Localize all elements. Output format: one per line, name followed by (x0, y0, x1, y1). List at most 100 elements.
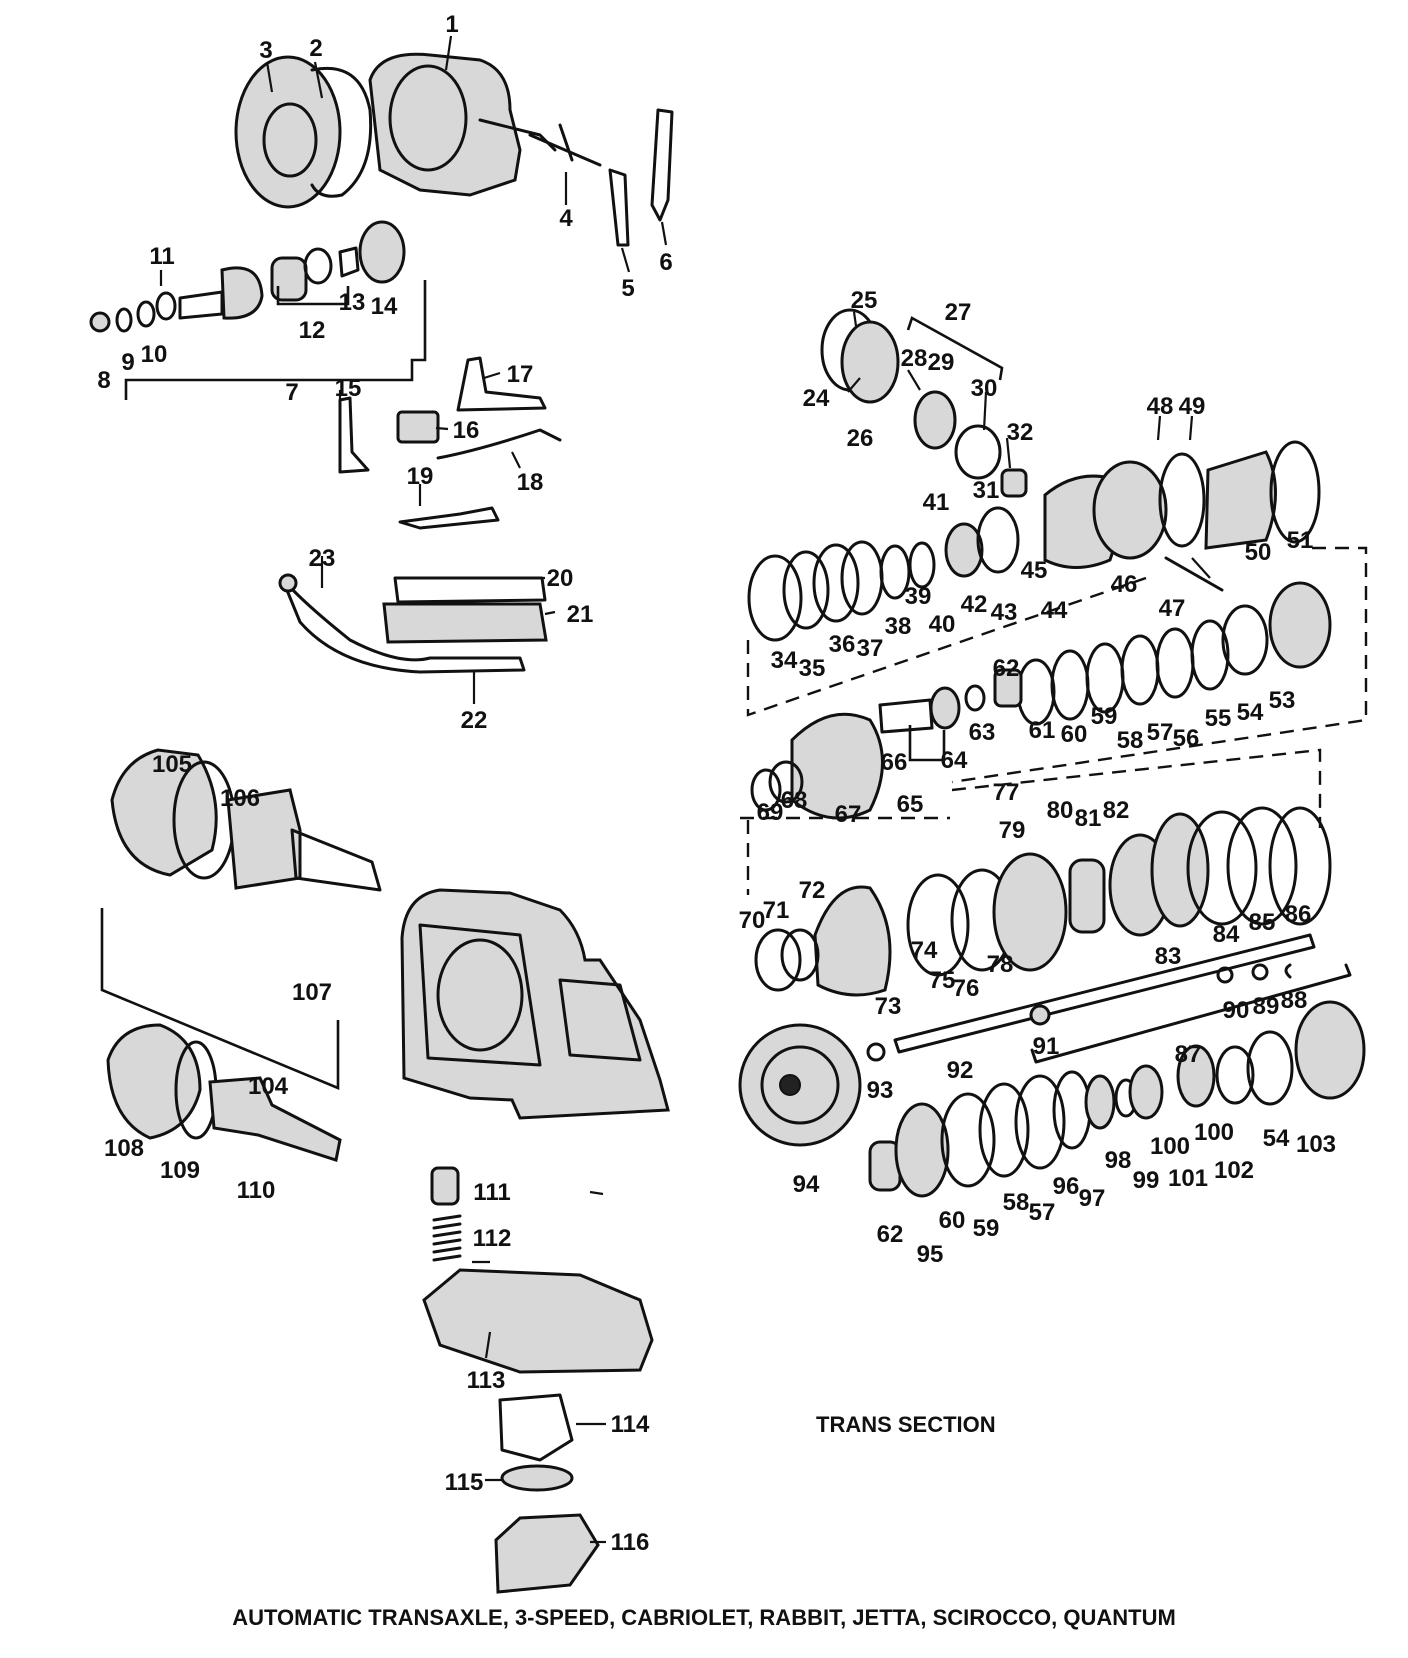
callout-28: 28 (901, 345, 928, 372)
cover-116 (494, 1513, 600, 1594)
dashed-leader-row3 (740, 748, 1322, 895)
callout-59a: 59 (1091, 703, 1118, 730)
dipstick-tube-22 (280, 576, 526, 674)
callout-99: 99 (1133, 1167, 1160, 1194)
bolt-47 (1164, 556, 1224, 592)
ring-93 (866, 1042, 886, 1062)
callout-100a: 100 (1150, 1133, 1190, 1160)
callout-14: 14 (371, 293, 398, 320)
callout-71: 71 (763, 897, 790, 924)
bracket-27 (906, 316, 1004, 381)
shaft-87 (1030, 963, 1352, 1064)
section-label: TRANS SECTION (816, 1412, 996, 1437)
callout-46: 46 (1111, 571, 1138, 598)
plate-19 (398, 506, 500, 530)
oil-pan-21 (382, 602, 548, 644)
drum-46 (1092, 460, 1168, 560)
valve-body-113 (422, 1268, 654, 1374)
detent-lever (650, 108, 674, 222)
callout-51: 51 (1287, 527, 1314, 554)
callout-106: 106 (220, 785, 260, 812)
callout-54a: 54 (1237, 699, 1264, 726)
callout-7: 7 (285, 379, 298, 406)
callout-23: 23 (309, 545, 336, 572)
diagram-caption: AUTOMATIC TRANSAXLE, 3-SPEED, CABRIOLET,… (232, 1605, 1176, 1630)
callout-8: 8 (97, 367, 110, 394)
callout-64: 64 (941, 747, 968, 774)
callout-30: 30 (971, 375, 998, 402)
callout-31: 31 (973, 477, 1000, 504)
clutch-pack-row-1 (746, 506, 1368, 784)
callout-5: 5 (621, 275, 634, 302)
callout-25: 25 (851, 287, 878, 314)
callout-17: 17 (507, 361, 534, 388)
callout-41: 41 (923, 489, 950, 516)
callout-62a: 62 (993, 655, 1020, 682)
callout-74: 74 (911, 937, 938, 964)
gear-73 (813, 885, 892, 997)
callout-103: 103 (1296, 1131, 1336, 1158)
callout-labels: 1 2 3 4 5 6 7 8 9 10 11 12 13 14 15 16 1… (97, 11, 1336, 1556)
pan-gasket-20 (393, 576, 547, 604)
callout-93: 93 (867, 1077, 894, 1104)
pump-assembly-bracket (124, 280, 427, 400)
callout-19: 19 (407, 463, 434, 490)
plate-48 (1158, 452, 1206, 548)
callout-114: 114 (611, 1411, 650, 1438)
callout-110: 110 (237, 1177, 276, 1204)
callout-18: 18 (517, 469, 544, 496)
callout-54b: 54 (1263, 1125, 1290, 1152)
callout-59b: 59 (973, 1215, 1000, 1242)
valve-body-group (422, 1166, 654, 1594)
callout-1: 1 (445, 11, 458, 38)
callout-105: 105 (152, 751, 192, 778)
callout-111: 111 (473, 1179, 510, 1206)
callout-2: 2 (309, 35, 322, 62)
callout-27: 27 (945, 299, 972, 326)
callout-34: 34 (771, 647, 798, 674)
callout-60a: 60 (1061, 721, 1088, 748)
bracket-104 (100, 908, 340, 1090)
callout-20: 20 (547, 565, 574, 592)
drum-50 (1204, 450, 1277, 550)
callout-37: 37 (857, 635, 884, 662)
ring-51 (1269, 440, 1321, 544)
clutch-pack-row-2 (750, 581, 1332, 820)
callout-79: 79 (999, 817, 1026, 844)
callout-98: 98 (1105, 1147, 1132, 1174)
callout-10: 10 (141, 341, 168, 368)
callout-115: 115 (445, 1469, 484, 1496)
solenoid-16 (396, 410, 440, 444)
callout-22: 22 (461, 707, 488, 734)
converter-housing-group (234, 52, 674, 247)
callout-45: 45 (1021, 557, 1048, 584)
dashed-leader-row1 (746, 576, 1147, 717)
callout-82: 82 (1103, 797, 1130, 824)
callout-32: 32 (1007, 419, 1034, 446)
callout-4: 4 (559, 205, 573, 232)
callout-42: 42 (961, 591, 988, 618)
callout-55: 55 (1205, 705, 1232, 732)
callout-65: 65 (897, 791, 924, 818)
callout-81: 81 (1075, 805, 1102, 832)
cover-gasket (310, 66, 373, 198)
callout-78: 78 (987, 951, 1014, 978)
callout-11: 11 (149, 243, 174, 270)
callout-38: 38 (885, 613, 912, 640)
transmission-case (400, 888, 670, 1120)
pump-gear (270, 256, 308, 302)
callout-102: 102 (1214, 1157, 1254, 1184)
hub-53 (1268, 581, 1332, 669)
callout-83: 83 (1155, 943, 1182, 970)
callout-91: 91 (1033, 1033, 1060, 1060)
callout-49: 49 (1179, 393, 1206, 420)
callout-107: 107 (292, 979, 332, 1006)
callout-6: 6 (659, 249, 672, 276)
callout-88: 88 (1281, 987, 1308, 1014)
filter-111 (430, 1166, 460, 1206)
clutch-pack-row-3 (740, 748, 1332, 997)
callout-61: 61 (1029, 717, 1056, 744)
callout-43: 43 (991, 599, 1018, 626)
pump-shaft (178, 290, 224, 320)
